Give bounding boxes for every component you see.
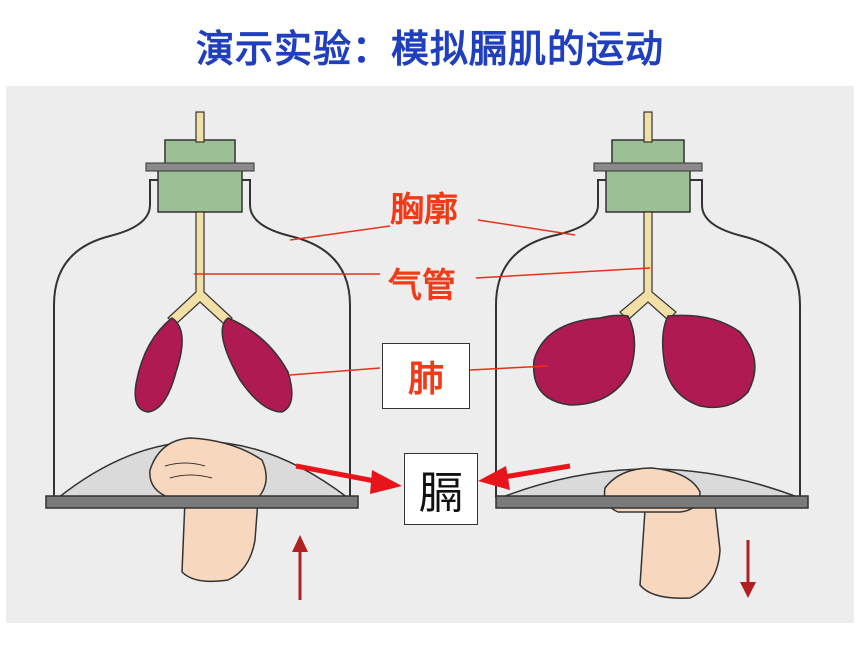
left-hand-icon [181,499,259,583]
down-arrow-icon [740,540,756,598]
left-trachea [167,211,233,325]
left-jar [45,111,359,600]
left-lung [134,317,183,413]
left-hand-inner [149,437,267,499]
right-trachea [619,211,677,321]
label-lung-box: 肺 [382,343,470,409]
label-diaphragm: 膈 [419,468,463,519]
right-jar [495,111,809,599]
leader-lines [194,219,651,376]
right-base-plate [495,495,809,509]
up-arrow-icon [292,535,308,600]
label-lung: 肺 [407,359,444,400]
label-rib-cage: 胸廓 [390,190,458,230]
right-stopper [605,165,691,213]
page-title: 演示实验：模拟膈肌的运动 [195,27,664,71]
right-jar-right-lung [661,314,756,409]
left-stopper [157,165,243,213]
diaphragm-arrows [295,463,571,494]
right-lung [221,317,293,413]
left-base-plate [45,495,359,509]
right-jar-left-lung [532,314,636,406]
left-tube-top [195,111,205,143]
label-diaphragm-box: 膈 [404,453,478,525]
left-stopper-top [164,139,236,167]
right-hand-icon [639,504,721,599]
label-trachea: 气管 [388,266,456,306]
